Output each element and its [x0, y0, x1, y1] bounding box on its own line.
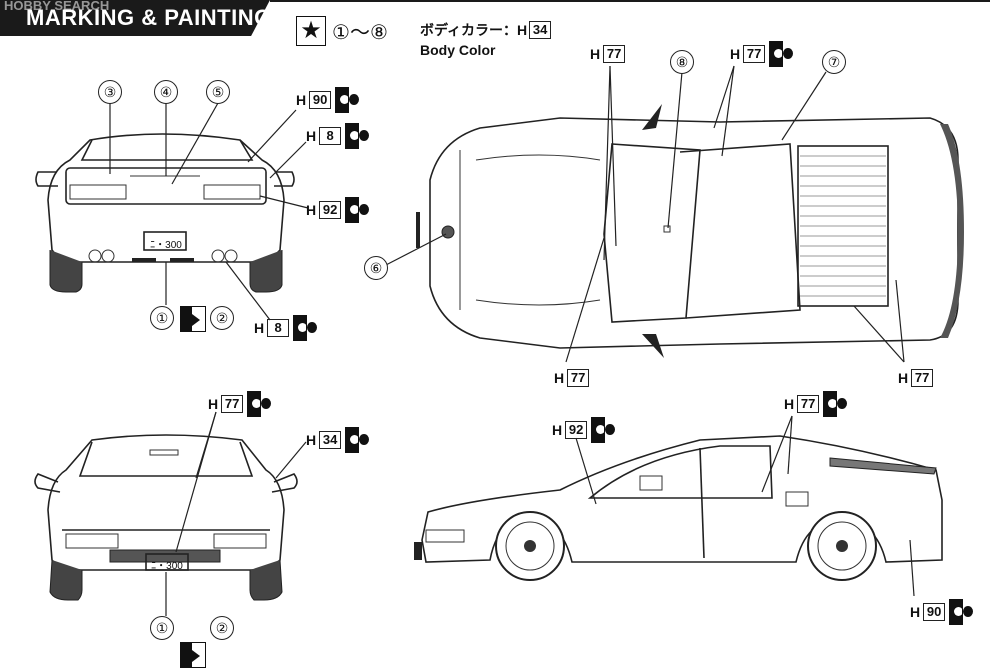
body-color-line: ボディカラー： H 34: [420, 20, 555, 40]
spray-paint-icon: [335, 87, 362, 113]
paint-callout-h77-front: H 77: [208, 390, 274, 418]
paint-callout-h8-rear-top: H 8: [306, 122, 372, 150]
paint-code: 77: [603, 45, 626, 63]
page-title: MARKING & PAINTING: [26, 5, 272, 30]
spray-paint-icon: [769, 41, 796, 67]
paint-callout-h92-side: H 92: [552, 416, 618, 444]
paint-callout-h77-side: H 77: [784, 390, 850, 418]
paint-code: 90: [309, 91, 332, 109]
marker-8: ⑧: [670, 50, 694, 74]
paint-code: 34: [319, 431, 342, 449]
spray-paint-icon: [247, 391, 274, 417]
paint-callout-h92-rear: H 92: [306, 196, 372, 224]
header-bar: [0, 0, 270, 36]
header-rule: [270, 0, 990, 2]
front-license-plate: ﾆ・300: [151, 561, 183, 572]
paint-callout-h77-top-b: H 77: [730, 40, 796, 68]
paint-callout-h90-side: H 90: [910, 598, 976, 626]
marker-1-front: ①: [150, 616, 174, 640]
marking-range: ①〜⑧: [332, 16, 388, 45]
paint-callout-h34-front: H 34: [306, 426, 372, 454]
marking-range-start: ①: [332, 22, 350, 44]
paint-callout-h90-rear: H 90: [296, 86, 362, 114]
paint-callout-h8-rear-bottom: H 8: [254, 314, 320, 342]
rear-license-plate: ﾆ・300: [150, 240, 182, 251]
spray-paint-icon: [591, 417, 618, 443]
marking-range-end: ⑧: [369, 22, 388, 44]
front-view-drawing: [34, 411, 307, 616]
spray-paint-icon: [345, 427, 372, 453]
paint-code: 77: [567, 369, 590, 387]
spray-paint-icon: [345, 123, 372, 149]
decal-flip-icon: [180, 306, 206, 332]
body-color-h: H: [517, 22, 528, 38]
paint-callout-h77-top-c: H 77: [554, 364, 593, 392]
paint-code: 77: [797, 395, 820, 413]
body-color-label-jp: ボディカラー：: [420, 22, 518, 38]
marker-5: ⑤: [206, 80, 230, 104]
paint-callout-h77-top-d: H 77: [898, 364, 937, 392]
top-view-drawing: [383, 65, 964, 363]
paint-code: 90: [923, 603, 946, 621]
star-icon: ★: [296, 16, 326, 46]
paint-callout-h77-top-a: H 77: [590, 40, 629, 68]
marking-range-sep: 〜: [349, 22, 370, 44]
paint-code: 8: [267, 319, 290, 337]
marker-3: ③: [98, 80, 122, 104]
spray-paint-icon: [949, 599, 976, 625]
car-drawings: [34, 65, 964, 616]
paint-code: 92: [565, 421, 588, 439]
paint-code: 77: [743, 45, 766, 63]
paint-code: 77: [221, 395, 244, 413]
marker-7: ⑦: [822, 50, 846, 74]
spray-paint-icon: [345, 197, 372, 223]
paint-code: 77: [911, 369, 934, 387]
watermark: HOBBY SEARCH: [4, 0, 110, 13]
marker-2-rear: ②: [210, 306, 234, 330]
marker-6: ⑥: [364, 256, 388, 280]
spray-paint-icon: [293, 315, 320, 341]
rear-view-drawing: [35, 102, 309, 321]
marker-1-rear: ①: [150, 306, 174, 330]
spray-paint-icon: [823, 391, 850, 417]
paint-code: 8: [319, 127, 342, 145]
paint-code: 92: [319, 201, 342, 219]
body-color-label-en: Body Color: [420, 42, 496, 58]
marker-4: ④: [154, 80, 178, 104]
marker-2-front: ②: [210, 616, 234, 640]
side-view-drawing: [414, 415, 943, 597]
decal-flip-icon: [180, 642, 206, 668]
body-color-code: 34: [529, 21, 552, 39]
